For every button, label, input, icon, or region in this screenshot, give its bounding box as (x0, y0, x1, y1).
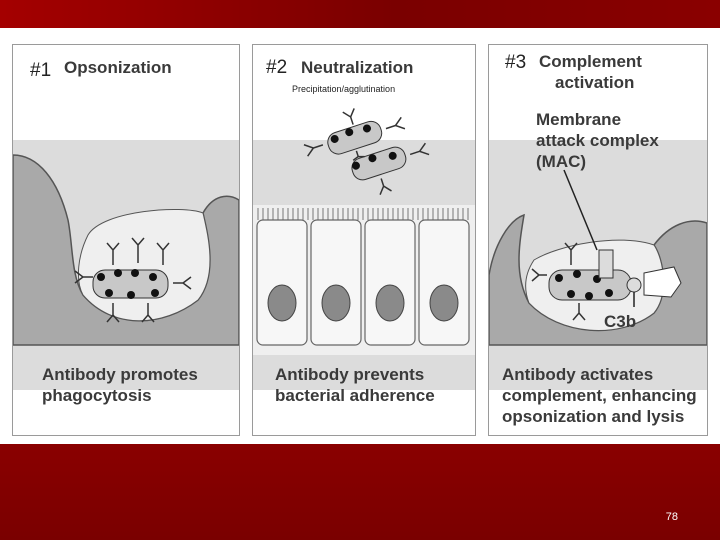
panel-complement-activation (488, 44, 708, 436)
panel-3-caption-line-3: opsonization and lysis (502, 407, 685, 426)
panel-3-title-line-2: activation (555, 73, 635, 92)
panel-opsonization (12, 44, 240, 436)
mac-label-line-1: Membrane (536, 110, 622, 129)
complement-receptor (643, 266, 682, 298)
microvilli (257, 208, 469, 220)
antibodies (531, 242, 586, 321)
panel-1-title: Opsonization (64, 58, 172, 77)
mac-label-line-2: attack complex (536, 131, 659, 150)
antigen-dots (97, 269, 159, 299)
panel-neutralization (252, 44, 476, 436)
epithelium-illustration (253, 108, 475, 355)
panel-1-number: #1 (30, 60, 52, 81)
complement-illustration (489, 169, 707, 346)
mac-pointer-line (563, 169, 598, 251)
panel-3-caption-line-2: complement, enhancing (502, 386, 697, 405)
panel-2-title: Neutralization (301, 58, 414, 77)
top-bar (0, 0, 720, 28)
slide-number: 78 (665, 511, 678, 523)
nuclei (267, 284, 459, 322)
epithelial-cells (256, 219, 470, 346)
antibodies (74, 237, 192, 323)
panel-2-caption-line-1: Antibody prevents (275, 365, 425, 384)
c3b-label: C3b (604, 312, 637, 331)
agglutinated-bacteria (303, 108, 430, 195)
panel-3-number: #3 (505, 52, 527, 73)
mac-label-line-3: (MAC) (536, 152, 587, 171)
panel-3-title-line-1: Complement (539, 52, 642, 71)
c3b-molecule (626, 277, 642, 293)
mac-pore (598, 249, 614, 279)
panel-1-caption-line-2: phagocytosis (42, 386, 152, 405)
panel-1-caption-line-1: Antibody promotes (42, 365, 198, 384)
panel-3-caption-line-1: Antibody activates (502, 365, 654, 384)
panel-2-caption-line-2: bacterial adherence (275, 386, 435, 405)
bottom-bar (0, 444, 720, 540)
panel-2-subtitle: Precipitation/agglutination (292, 84, 396, 94)
phagocyte-illustration (13, 154, 239, 346)
panel-2-number: #2 (266, 57, 288, 78)
phagosome (78, 209, 211, 322)
